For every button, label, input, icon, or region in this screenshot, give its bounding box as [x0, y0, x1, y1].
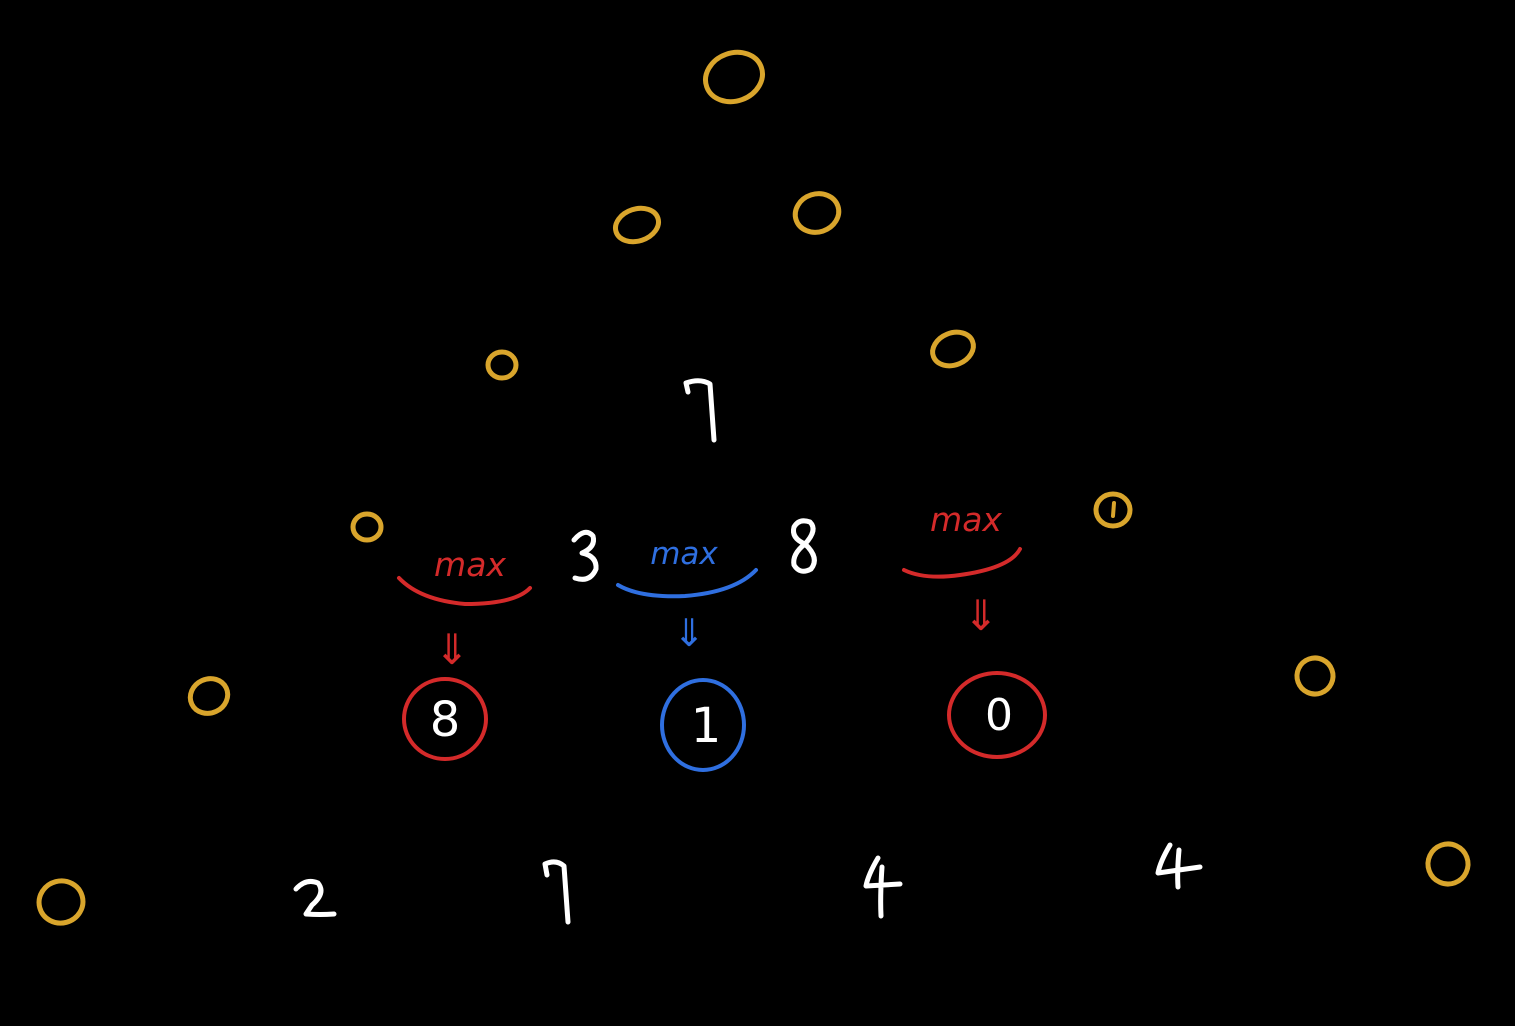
zero-cell-row5-right: 0 [1425, 841, 1471, 887]
zero-cell-row1-left: 0 [613, 205, 661, 245]
zero-cell-apex: 0 [703, 49, 765, 105]
underbrace [397, 576, 532, 606]
number-row2-8: 8 [791, 518, 817, 574]
number-row4-7: 7 [542, 859, 571, 925]
result-circle [402, 677, 488, 761]
max-operation-middle: max ⇓ 1 [616, 536, 758, 772]
result-circle [660, 678, 746, 772]
number-row1-7: 7 [683, 378, 717, 443]
zero-cell-row4-left: 0 [187, 676, 231, 716]
max-label: max [650, 536, 718, 572]
zero-cell-row2-left: 0 [485, 349, 519, 381]
max-label: max [930, 500, 1002, 539]
number-row4-4a: 4 [863, 855, 903, 919]
zero-cell-row4-right: 0 [1294, 655, 1336, 697]
implies-arrow: ⇓ [434, 625, 469, 674]
number-row4-4b: 4 [1155, 842, 1203, 890]
max-operation-right: max ⇓ 0 [902, 500, 1047, 759]
result-value: 0 [985, 690, 1013, 741]
result-value: 8 [430, 692, 461, 748]
zero-cell-row3-left: 0 [350, 511, 384, 543]
zero-cell-row1-right: 0 [792, 191, 842, 235]
number-row2-3: 3 [571, 529, 599, 582]
implies-arrow: ⇓ [673, 611, 705, 655]
max-operation-left: max ⇓ 8 [397, 545, 532, 761]
max-operations: max ⇓ 8 max ⇓ 1 max ⇓ 0 [397, 500, 1047, 772]
implies-arrow: ⇓ [963, 591, 998, 640]
max-label: max [434, 545, 506, 584]
zero-cell-row5-left: 0 [36, 878, 86, 926]
zero-cells: 0 0 0 0 0 0 0 0 [36, 49, 1471, 926]
zero-cell-row2-right: 0 [930, 329, 976, 369]
zero-cell-row3-right: 0 [1093, 491, 1133, 529]
result-value: 1 [691, 698, 722, 754]
number-row4-2: 2 [293, 879, 337, 917]
underbrace [616, 568, 758, 599]
triangle-numbers: 7 3 8 2 7 4 4 [293, 378, 1203, 925]
result-circle [947, 671, 1047, 759]
underbrace [902, 547, 1022, 579]
